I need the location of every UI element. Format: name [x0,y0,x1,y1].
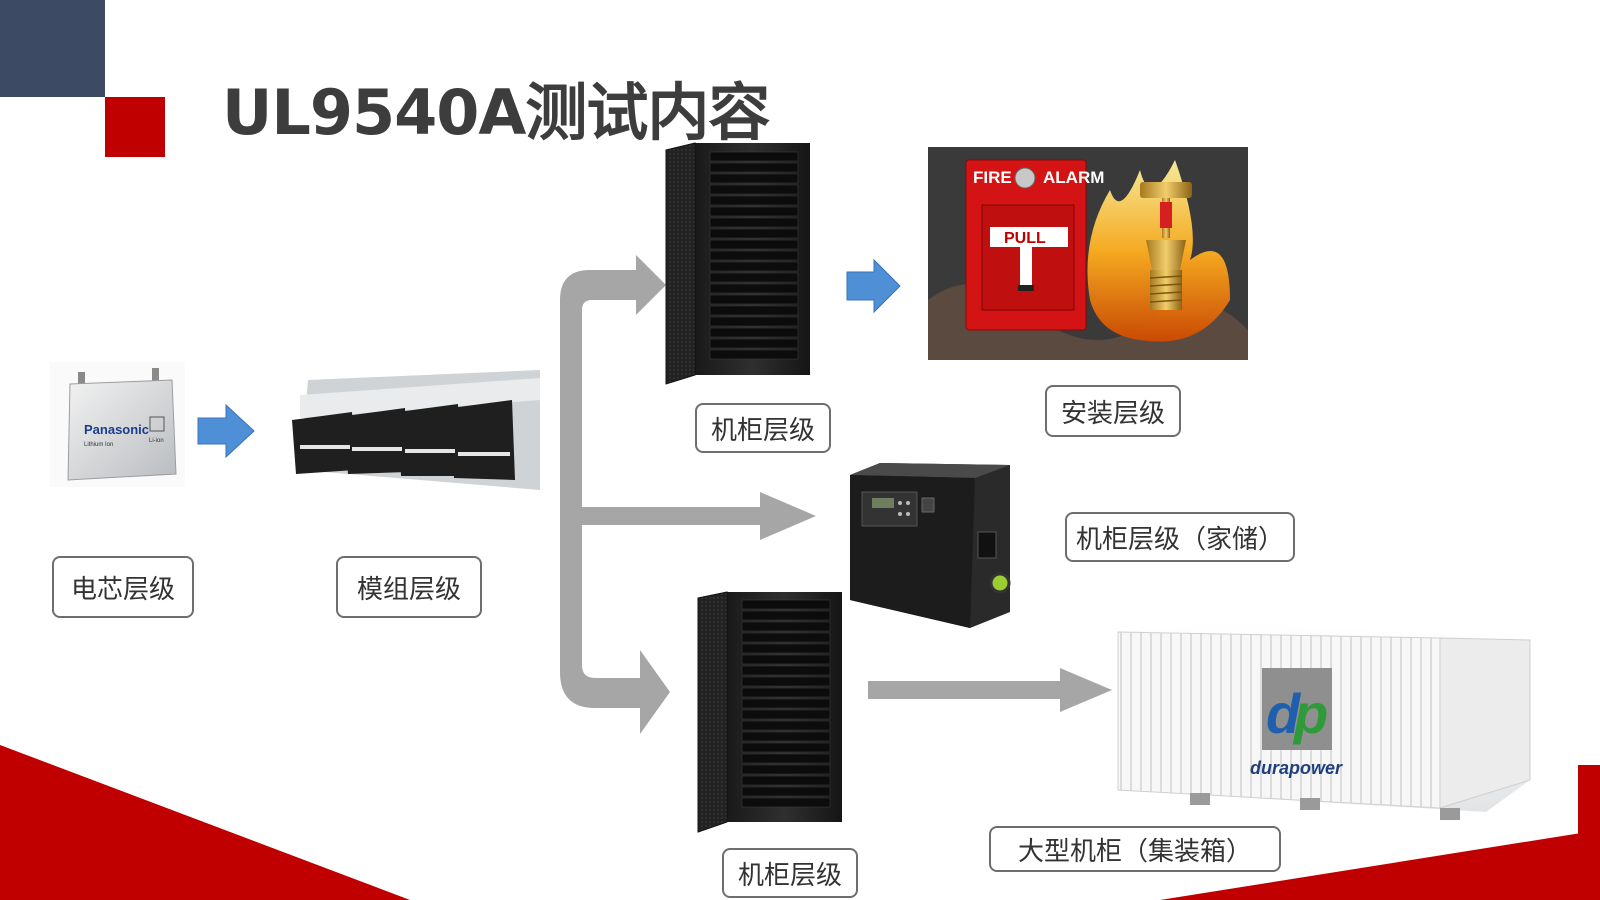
battery-cell-image: Panasonic Lithium Ion Li-ion [50,362,185,487]
container-logo-text: durapower [1250,758,1343,778]
fire-alarm-text-pull: PULL [1004,230,1046,247]
blue-arrow-rack-to-install [846,258,901,314]
label-home-storage-level: 机柜层级（家储） [1065,512,1295,562]
label-container-level: 大型机柜（集装箱） [989,826,1281,872]
container-image: d p durapower [1117,622,1531,820]
grey-branch-arrows [560,255,1112,734]
blue-arrow-cell-to-module [197,403,255,459]
corner-navy-block [0,0,105,97]
corner-red-block [105,97,165,157]
label-cell-level: 电芯层级 [52,556,194,618]
label-rack-level-top: 机柜层级 [695,403,831,453]
label-module-level: 模组层级 [336,556,482,618]
home-storage-cabinet-image [850,463,1011,628]
page-title: UL9540A测试内容 [222,76,770,149]
right-edge-red-bar [1578,765,1600,900]
bottom-right-red-shape [1160,830,1600,900]
fire-alarm-text-fire: FIRE [973,168,1012,187]
svg-text:d: d [1266,682,1302,745]
label-rack-level-bottom: 机柜层级 [722,848,858,898]
bottom-left-red-shape [0,745,410,900]
battery-module-image [292,370,540,490]
svg-text:p: p [1292,682,1328,745]
fire-alarm-text-alarm: ALARM [1043,168,1104,187]
fire-alarm-sprinkler-image: FIRE ALARM PULL [928,147,1248,360]
battery-mark-text: Li-ion [149,438,164,444]
battery-brand-text: Panasonic [84,422,149,437]
battery-sub-text: Lithium Ion [84,442,113,448]
rack-bottom-image [697,591,842,833]
label-install-level: 安装层级 [1045,385,1181,437]
rack-top-image [665,142,810,385]
